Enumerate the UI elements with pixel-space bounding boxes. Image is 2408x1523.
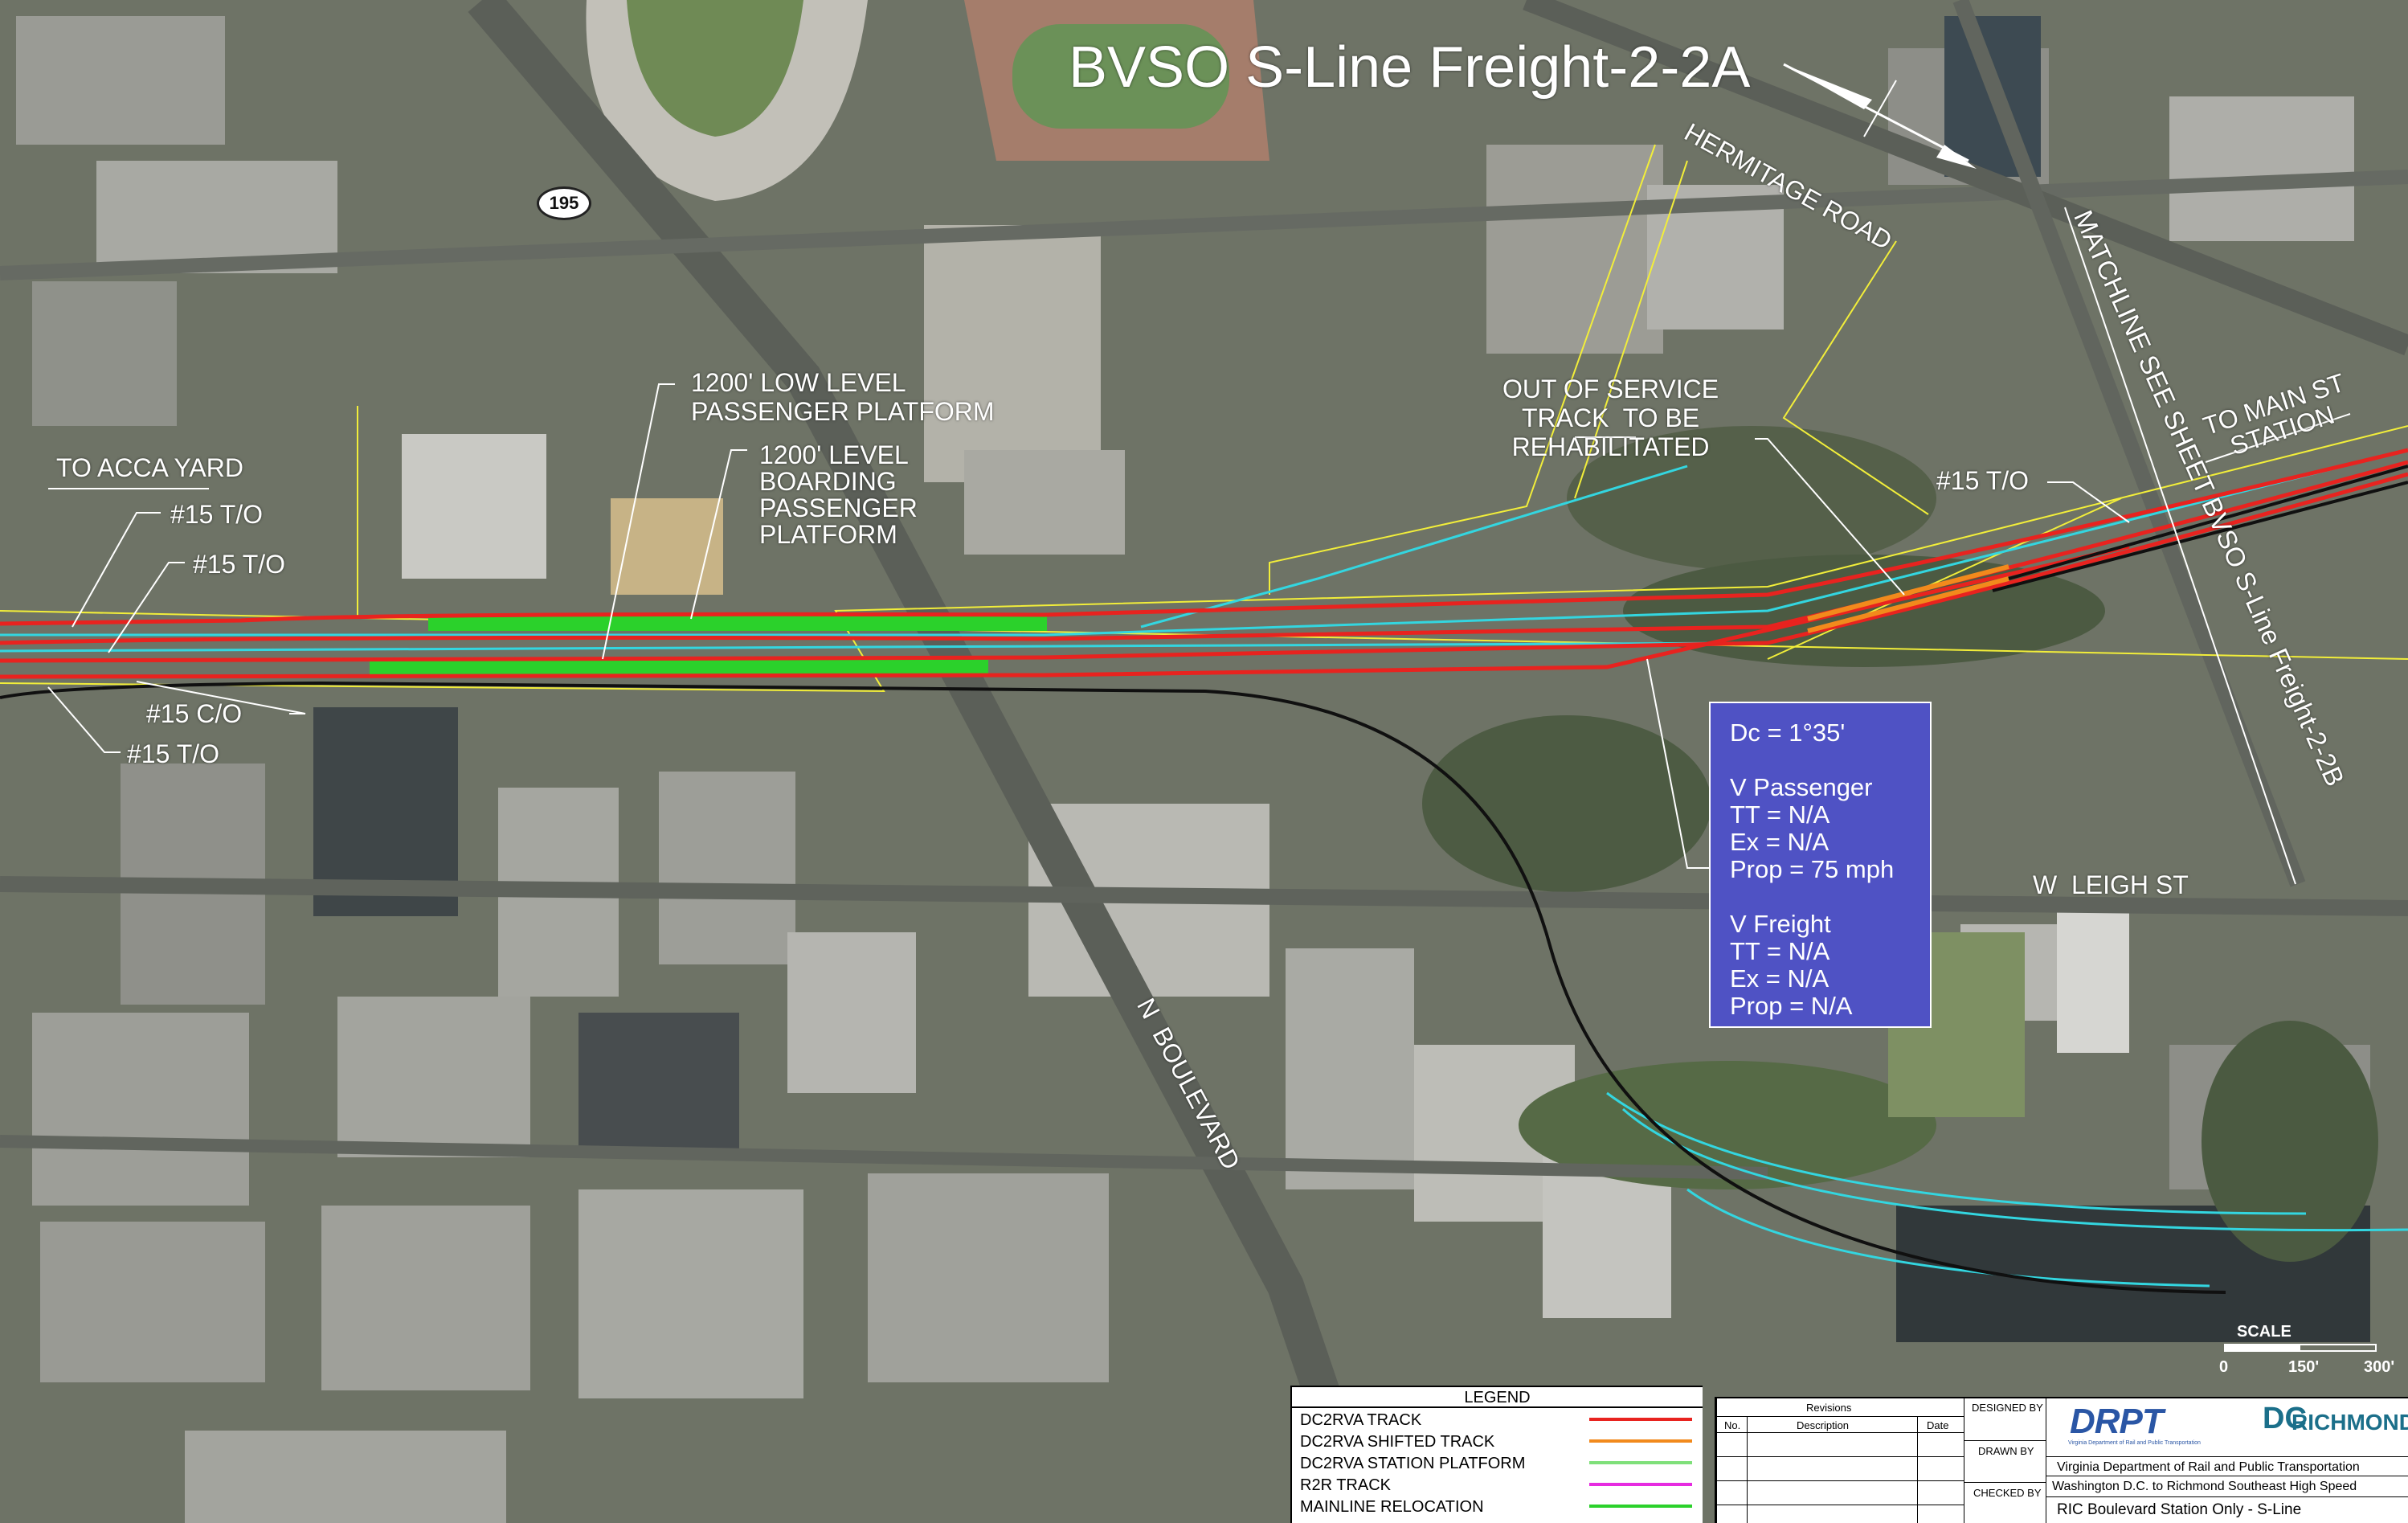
turnout-label-2: #15 T/O <box>193 550 286 579</box>
legend: LEGEND DC2RVA TRACK DC2RVA SHIFTED TRACK… <box>1290 1386 1703 1523</box>
w-leigh-st-label: W LEIGH ST <box>2033 870 2189 899</box>
title-block: Revisions No. Description Date DESIGNED … <box>1715 1397 2408 1523</box>
legend-label: MAINLINE RELOCATION <box>1300 1498 1484 1516</box>
revision-date-header: Date <box>1927 1419 1949 1431</box>
stadium <box>586 0 1269 201</box>
turnout-label-3: #15 T/O <box>127 739 220 768</box>
acca-yard-label: TO ACCA YARD <box>56 453 243 482</box>
agency-name: Virginia Department of Rail and Public T… <box>2057 1460 2360 1474</box>
legend-label: DC2RVA TRACK <box>1300 1411 1422 1429</box>
drawn-by-label: DRAWN BY <box>1978 1445 2034 1457</box>
legend-swatch <box>1589 1505 1692 1508</box>
designed-by-label: DESIGNED BY <box>1972 1402 2043 1414</box>
legend-label: DC2RVA SHIFTED TRACK <box>1300 1433 1495 1451</box>
tt-passenger: TT = N/A <box>1730 800 1830 829</box>
ex-passenger: Ex = N/A <box>1730 828 1830 856</box>
scale-tick-0: 0 <box>2219 1358 2229 1376</box>
scale-bar: SCALE 0 150' 300' <box>2214 1318 2399 1382</box>
legend-swatch <box>1589 1439 1692 1443</box>
legend-label: DC2RVA STATION PLATFORM <box>1300 1455 1526 1472</box>
shifted-tracks <box>1807 564 2009 633</box>
scale-title: SCALE <box>2237 1323 2291 1341</box>
drpt-logo: DRPT <box>2070 1402 2164 1441</box>
legend-item: MAINLINE RELOCATION <box>1292 1495 1703 1517</box>
legend-swatch <box>1589 1483 1692 1486</box>
turnout-label-4: #15 T/O <box>1936 466 2030 495</box>
project-name: Washington D.C. to Richmond Southeast Hi… <box>2052 1480 2357 1493</box>
revisions-heading: Revisions <box>1806 1402 1852 1414</box>
tt-freight: TT = N/A <box>1730 937 1830 965</box>
legend-item: R2R TRACK <box>1292 1473 1703 1495</box>
low-platform-label: 1200' LOW LEVEL PASSENGER PLATFORM <box>691 368 995 426</box>
legend-item: DC2RVA SHIFTED TRACK <box>1292 1430 1703 1451</box>
ex-freight: Ex = N/A <box>1730 964 1830 993</box>
scale-tick-300: 300' <box>2364 1358 2395 1376</box>
revision-description-header: Description <box>1797 1419 1850 1431</box>
legend-label: R2R TRACK <box>1300 1476 1391 1494</box>
leader-lines <box>47 207 2351 885</box>
prop-freight: Prop = N/A <box>1730 992 1853 1020</box>
legend-item: DC2RVA TRACK <box>1292 1408 1703 1430</box>
dc-logo: DC <box>2263 1402 2307 1435</box>
north-arrow-icon <box>1783 63 1977 169</box>
level-platform-label: 1200' LEVEL BOARDING PASSENGER PLATFORM <box>759 440 918 549</box>
crossover-label: #15 C/O <box>146 699 243 728</box>
revision-no-header: No. <box>1724 1419 1741 1431</box>
dc2rva-tracks <box>0 448 2408 679</box>
prop-passenger: Prop = 75 mph <box>1730 855 1895 883</box>
scale-graphic <box>2224 1344 2377 1352</box>
drpt-logo-subtitle: Virginia Department of Rail and Public T… <box>2068 1440 2201 1446</box>
out-of-service-label: OUT OF SERVICE TRACK TO BE REHABILITATED <box>1502 375 1719 461</box>
checked-by-label: CHECKED BY <box>1973 1487 2042 1499</box>
scale-tick-150: 150' <box>2288 1358 2320 1376</box>
v-freight-heading: V Freight <box>1730 910 1831 938</box>
curve-info-box: Dc = 1°35' V Passenger TT = N/A Ex = N/A… <box>1709 702 1932 1028</box>
legend-swatch <box>1589 1461 1692 1464</box>
station-platforms <box>370 616 1047 675</box>
map-title: BVSO S-Line Freight-2-2A <box>1069 35 1751 100</box>
legend-item: DC2RVA STATION PLATFORM <box>1292 1451 1703 1473</box>
turnout-label-1: #15 T/O <box>170 500 264 529</box>
richmond-logo: RICHMOND <box>2291 1410 2408 1435</box>
degree-of-curve: Dc = 1°35' <box>1730 719 1846 747</box>
interstate-shield: 195 <box>537 186 591 220</box>
sheet-name: RIC Boulevard Station Only - S-Line <box>2057 1501 2302 1518</box>
legend-swatch <box>1589 1418 1692 1421</box>
v-passenger-heading: V Passenger <box>1730 773 1873 801</box>
legend-heading: LEGEND <box>1292 1387 1703 1408</box>
